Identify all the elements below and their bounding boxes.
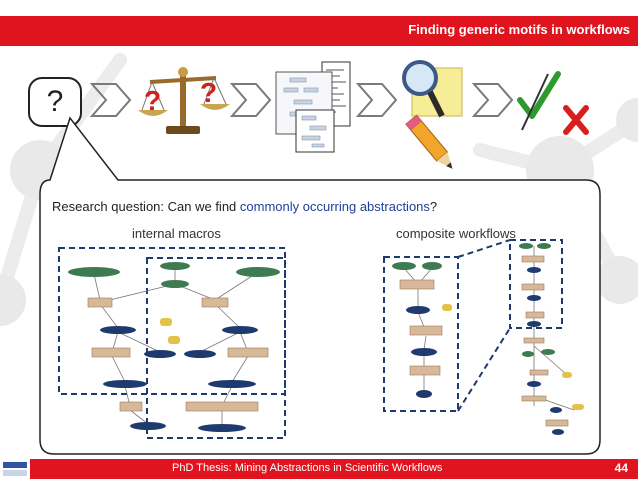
- pipeline-row: ?: [0, 0, 638, 180]
- question-suffix: ?: [429, 199, 438, 214]
- footer-bar: PhD Thesis: Mining Abstractions in Scien…: [0, 459, 638, 479]
- chevron-arrow-icon: [229, 83, 272, 117]
- question-mark: ?: [46, 85, 64, 118]
- svg-text:?: ?: [144, 85, 161, 116]
- magnifier-pencil-icon: [402, 60, 463, 169]
- question-box-icon: ?: [28, 77, 82, 127]
- label-internal-macros: internal macros: [132, 226, 221, 241]
- chevron-arrow-icon: [89, 83, 132, 117]
- question-highlight: commonly occurring abstractions: [239, 199, 430, 214]
- question-prefix: Research question: Can we find: [52, 199, 240, 214]
- composite-workflows-diagram: [383, 239, 584, 435]
- label-composite-workflows: composite workflows: [396, 226, 516, 241]
- workflow-document-icon: [275, 61, 351, 153]
- institution-logo: [0, 459, 30, 479]
- chevron-arrow-icon: [471, 83, 514, 117]
- page-number: 44: [614, 461, 628, 475]
- chevron-arrow-icon: [355, 83, 398, 117]
- footer-text: PhD Thesis: Mining Abstractions in Scien…: [172, 462, 443, 474]
- scales-icon: ? ?: [138, 67, 230, 134]
- check-cross-icon: [517, 71, 589, 135]
- header-bar: Finding generic motifs in workflows: [0, 16, 638, 46]
- slide-title: Finding generic motifs in workflows: [408, 22, 630, 37]
- research-question: Research question: Can we find commonly …: [52, 199, 437, 214]
- svg-text:?: ?: [200, 77, 217, 108]
- internal-macros-diagram: [58, 247, 286, 439]
